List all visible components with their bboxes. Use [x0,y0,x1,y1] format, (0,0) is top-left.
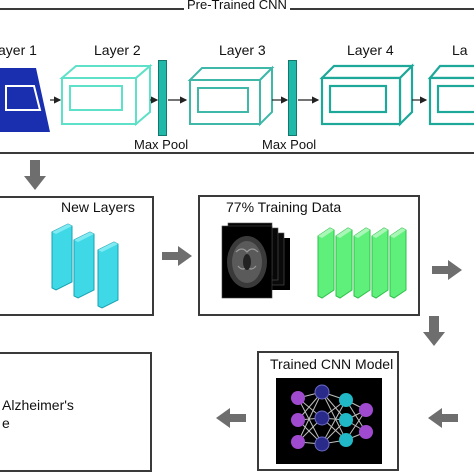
max-pool-bar-1 [158,60,167,136]
layer-4-block [319,63,415,127]
layer-3-label: Layer 3 [219,42,266,58]
layer-5-block [427,64,474,126]
mri-image-stack [221,222,290,299]
max-pool-label-1: Max Pool [134,137,189,152]
arrow-left-1 [428,408,458,428]
layer-2-label: Layer 2 [94,42,141,58]
arrow-right-2 [432,260,462,280]
max-pool-label-2: Max Pool [262,137,317,152]
new-layers-title: New Layers [61,199,135,215]
max-pool-bar-2 [288,60,297,136]
training-green-blocks [317,227,407,299]
trained-model-title: Trained CNN Model [270,356,394,372]
layer-1-block [0,68,50,132]
training-data-title: 77% Training Data [226,199,342,215]
pretrained-cnn-title: Pre-Trained CNN [184,0,290,12]
output-line-1: Alzheimer's [2,397,74,413]
layer-3-block [187,65,275,127]
output-line-2: e [2,415,10,431]
flow-arrows [24,160,462,428]
arrow-left-2 [216,408,246,428]
layer-4-label: Layer 4 [347,42,394,58]
layer-5-label: La [452,42,468,58]
arrow-right-1 [162,246,192,266]
output-box [0,352,152,472]
arrow-down-1 [24,160,46,190]
arrow-down-2 [423,316,445,346]
layer-1-label: ayer 1 [0,42,37,58]
neural-network-graphic [276,378,382,464]
layer-2-block [59,63,153,127]
new-layers-blocks [51,223,119,309]
